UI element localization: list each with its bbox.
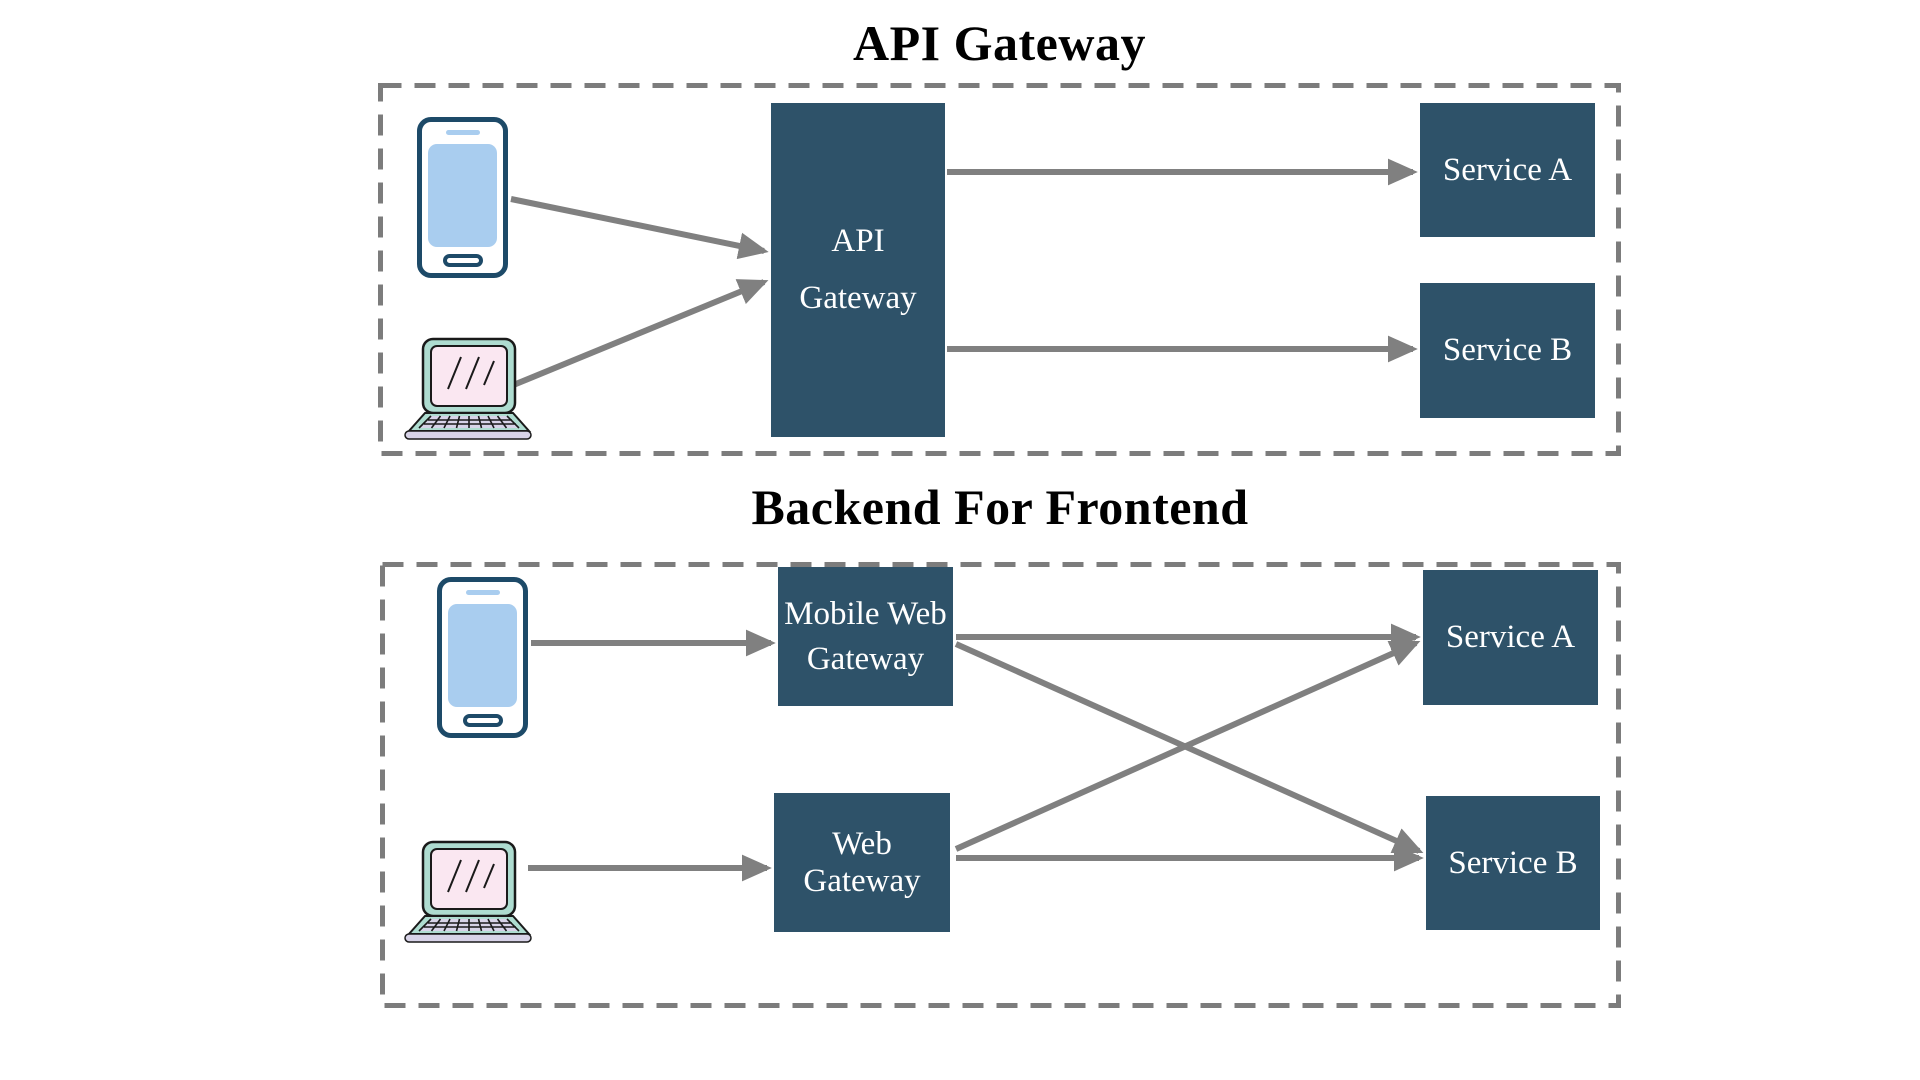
arrow-web-gateway-to-service-a [954,640,1421,852]
service-a-node: Service A [1420,103,1595,237]
api-gateway-node: API Gateway [771,103,945,437]
laptop-icon [404,840,532,943]
smartphone-screen [428,144,497,247]
arrow-phone-to-api-gateway [510,196,769,260]
bff-diagram-border [380,562,1621,1008]
smartphone-icon [417,117,508,278]
web-gateway-node: Web Gateway [774,793,950,932]
service-b-node: Service B [1426,796,1600,930]
mobile-web-gateway-node: Mobile Web Gateway [778,567,953,706]
smartphone-icon [437,577,528,738]
service-b-label: Service B [1448,844,1578,881]
api-gateway-diagram-title: API Gateway [853,15,1146,71]
service-b-label: Service B [1442,332,1573,368]
service-b-node: Service B [1420,283,1595,418]
arrow-laptop-to-api-gateway [509,279,769,389]
mobile-web-gateway-label-line2: Gateway [806,640,925,677]
api-gateway-node-label-line1: API [831,223,885,259]
service-a-node: Service A [1423,570,1598,705]
laptop-icon [404,337,532,440]
smartphone-home-button [462,714,503,727]
api-gateway-diagram-border [378,83,1621,456]
mobile-web-gateway-label-line1: Mobile Web [784,595,947,632]
web-gateway-label: Web Gateway [803,825,921,899]
smartphone-screen [448,604,517,707]
api-gateway-node-label-line2: Gateway [799,280,917,316]
bff-diagram-title: Backend For Frontend [751,479,1249,535]
smartphone-speaker [445,130,480,135]
service-a-label: Service A [1442,151,1573,188]
service-a-label: Service A [1445,619,1576,655]
smartphone-home-button [442,254,483,267]
smartphone-speaker [465,590,500,595]
